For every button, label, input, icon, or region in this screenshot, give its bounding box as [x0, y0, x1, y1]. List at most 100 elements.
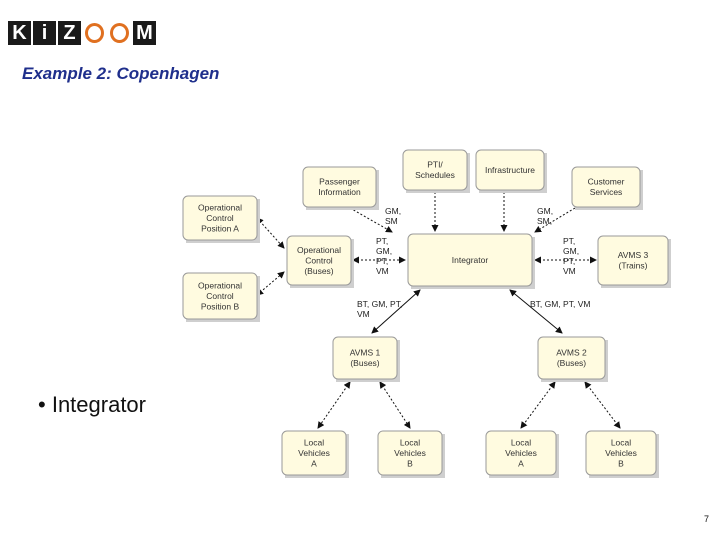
- node-label: (Trains): [619, 261, 648, 271]
- node-label: PTI/: [427, 160, 443, 170]
- bullet-text: Integrator: [51, 392, 146, 417]
- node-label: A: [518, 458, 524, 468]
- node-label: Infrastructure: [485, 165, 535, 175]
- node-box: [485, 430, 557, 476]
- node-box: [537, 336, 606, 380]
- node-label: Position A: [201, 223, 239, 233]
- node-pti: PTI/Schedules: [402, 149, 470, 193]
- edge-label-bt-right: BT, GM, PT, VM: [530, 299, 590, 309]
- node-label: Vehicles: [298, 448, 330, 458]
- node-label: A: [311, 458, 317, 468]
- edge-label-bt-left: BT, GM, PT,: [357, 299, 402, 309]
- edge-arrow: [317, 381, 351, 429]
- node-label: Vehicles: [605, 448, 637, 458]
- logo-letter: Z: [58, 21, 81, 45]
- node-label: Control: [305, 255, 333, 265]
- edge-label-gm-sm-left: SM: [385, 216, 398, 226]
- node-box: [571, 166, 641, 208]
- node-label: Services: [590, 187, 623, 197]
- node-avms1: AVMS 1(Buses): [332, 336, 400, 382]
- logo-letter: O: [108, 21, 131, 45]
- node-label: Vehicles: [505, 448, 537, 458]
- node-box: [281, 430, 347, 476]
- edge-label-pt-gm-left: PT,: [376, 236, 388, 246]
- edge-arrow: [509, 289, 563, 334]
- node-label: Customer: [588, 177, 625, 187]
- node-label: Operational: [198, 280, 242, 290]
- node-box: [182, 272, 258, 320]
- node-label: Local: [511, 437, 531, 447]
- node-label: Integrator: [452, 255, 489, 265]
- node-label: Passenger: [319, 177, 360, 187]
- node-box: [402, 149, 468, 191]
- edge-label-pt-gm-right: VM: [563, 266, 576, 276]
- node-infra: Infrastructure: [475, 149, 547, 193]
- edge-arrow: [379, 381, 411, 429]
- node-label: (Buses): [350, 358, 379, 368]
- node-label: Information: [318, 187, 361, 197]
- edge-arrow: [520, 381, 556, 429]
- edge-label-pt-gm-left: PT,: [376, 256, 388, 266]
- node-label: Control: [206, 291, 234, 301]
- page-number: 7: [704, 514, 710, 524]
- node-label: Local: [611, 437, 631, 447]
- logo-letter: M: [133, 21, 156, 45]
- node-box: [286, 235, 352, 286]
- node-label: Control: [206, 213, 234, 223]
- node-label: (Buses): [304, 266, 333, 276]
- diagram-edges: [256, 192, 621, 429]
- edge-label-pt-gm-left: VM: [376, 266, 389, 276]
- node-box: [585, 430, 657, 476]
- edge-arrow: [256, 271, 285, 296]
- node-label: (Buses): [557, 358, 586, 368]
- node-box: [332, 336, 398, 380]
- node-box: [182, 195, 258, 241]
- diagram-nodes: PTI/SchedulesInfrastructurePassengerInfo…: [182, 149, 671, 478]
- edge-arrow: [584, 381, 621, 429]
- edge-arrow: [371, 289, 421, 334]
- node-label: Local: [304, 437, 324, 447]
- node-label: AVMS 2: [556, 348, 587, 358]
- edge-label-pt-gm-right: GM,: [563, 246, 579, 256]
- logo-letter: i: [33, 21, 56, 45]
- node-label: AVMS 1: [350, 348, 381, 358]
- node-label: Local: [400, 437, 420, 447]
- node-box: [407, 233, 533, 287]
- node-label: B: [407, 458, 413, 468]
- slide-title: Example 2: Copenhagen: [22, 64, 220, 83]
- edge-label-gm-sm-right: GM,: [537, 206, 553, 216]
- edge-arrow: [349, 207, 393, 233]
- node-box: [475, 149, 545, 191]
- node-avms2: AVMS 2(Buses): [537, 336, 608, 382]
- edge-label-pt-gm-left: GM,: [376, 246, 392, 256]
- node-label: Operational: [297, 245, 341, 255]
- edge-arrow: [256, 217, 285, 249]
- logo-letter: O: [83, 21, 106, 45]
- node-box: [302, 166, 377, 208]
- logo-letter: K: [8, 21, 31, 45]
- node-label: Vehicles: [394, 448, 426, 458]
- node-integrator: Integrator: [407, 233, 535, 289]
- edge-label-pt-gm-right: PT,: [563, 236, 575, 246]
- edge-label-gm-sm-left: GM,: [385, 206, 401, 216]
- node-label: B: [618, 458, 624, 468]
- edge-label-pt-gm-right: PT,: [563, 256, 575, 266]
- bullet-item: • Integrator: [38, 392, 146, 417]
- kizoom-logo: KiZOOM: [8, 21, 156, 45]
- edge-label-gm-sm-right: SM,: [537, 216, 552, 226]
- node-label: Operational: [198, 202, 242, 212]
- node-box: [597, 235, 669, 286]
- edge-label-bt-left: VM: [357, 309, 370, 319]
- node-avms3: AVMS 3(Trains): [597, 235, 671, 288]
- node-label: Position B: [201, 301, 240, 311]
